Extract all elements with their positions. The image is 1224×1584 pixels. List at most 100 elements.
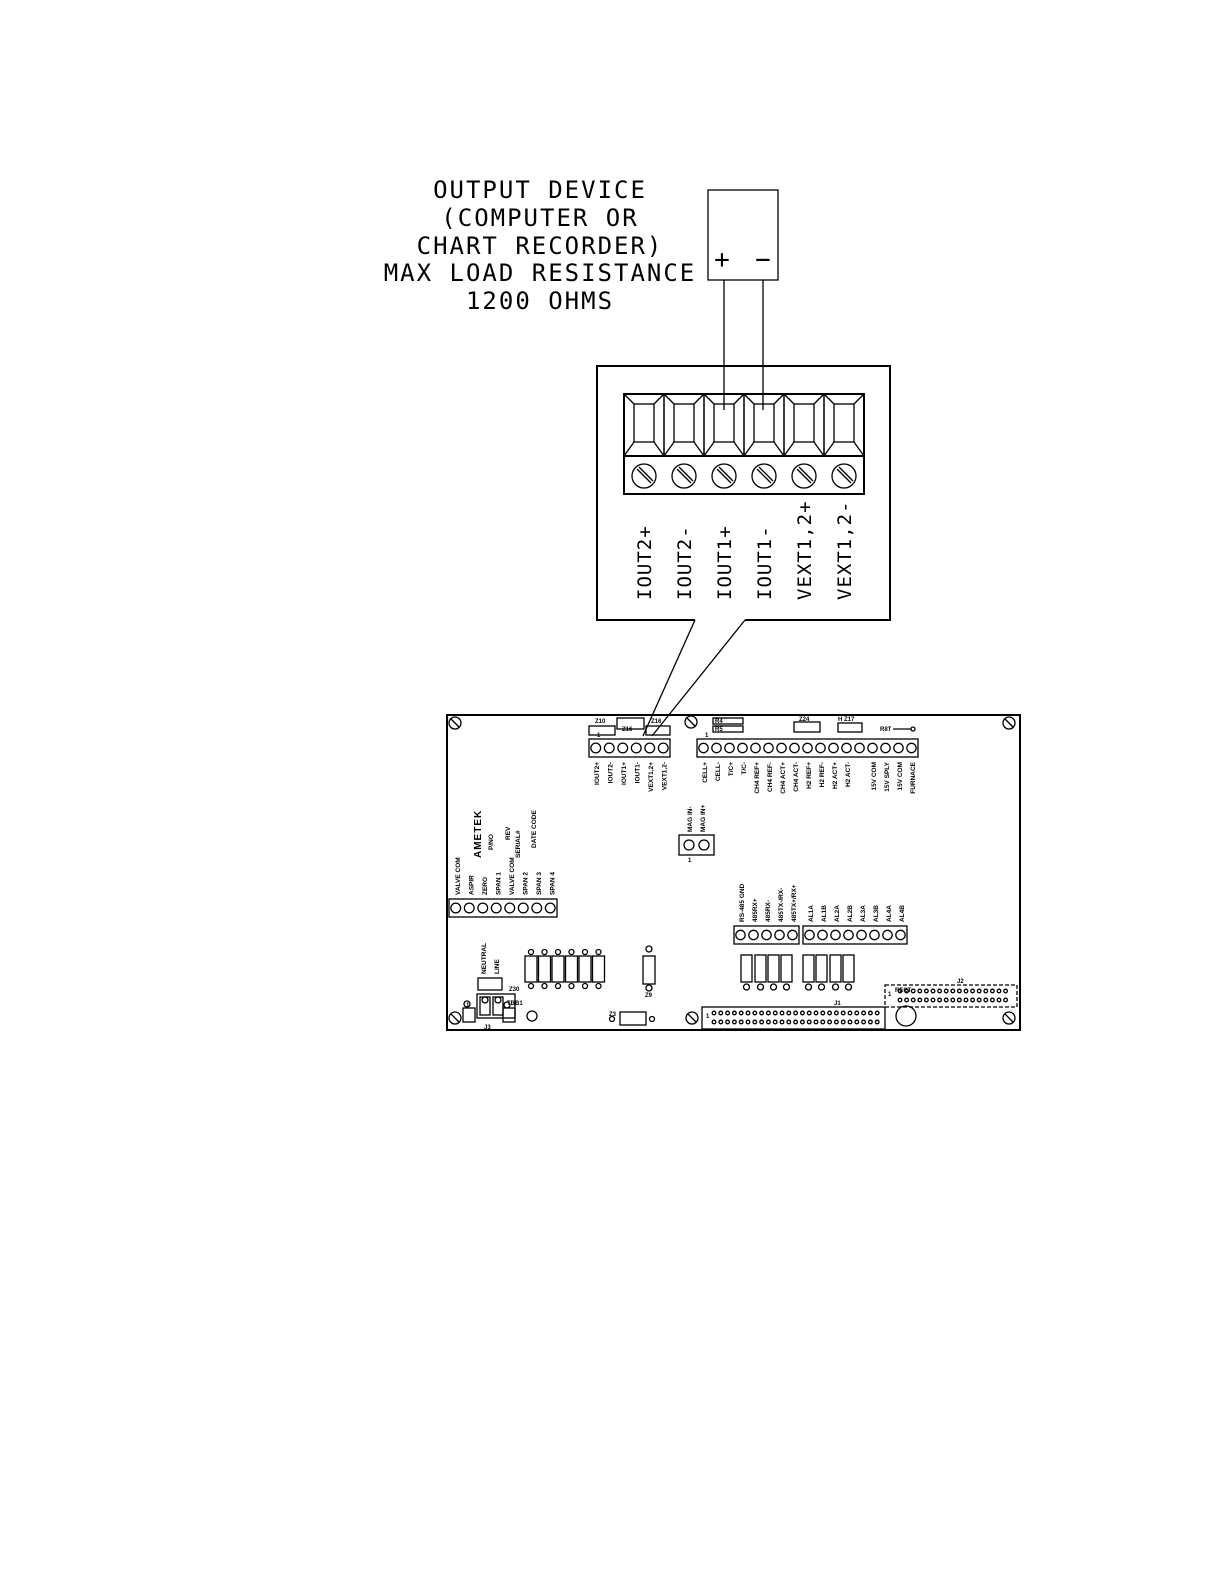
pin-label: ASPIR	[469, 875, 476, 895]
header-pin	[882, 929, 893, 941]
pin-label: H2 ACT+	[832, 762, 839, 789]
mounting-hole	[1002, 716, 1016, 730]
pin-label: AL1B	[821, 905, 828, 922]
pin-label: FURNACE	[910, 761, 917, 793]
line-label: LINE	[494, 959, 501, 974]
main-header	[696, 738, 919, 758]
header-pin	[748, 929, 759, 941]
minus-sign: −	[755, 245, 771, 275]
pin-label: AL3B	[873, 905, 880, 922]
pin-label: CH4 ACT-	[793, 762, 800, 792]
output-wires	[723, 280, 764, 410]
terminal-screw	[631, 463, 657, 489]
valve-header	[448, 898, 558, 918]
pcb-board: Z10 Z16 Z16 1 R4 R5 Z24 H Z17 R8T 1 AMET…	[446, 714, 1021, 1031]
alarm-header	[802, 925, 908, 945]
terminal-2: IOUT2-	[663, 393, 705, 600]
pin-label: VEXT1,2-	[662, 762, 669, 790]
pin-label: SPAN 3	[536, 872, 543, 895]
output-header	[588, 738, 671, 758]
info-label: SERIAL#	[515, 830, 522, 858]
terminal-label: IOUT2+	[634, 525, 656, 600]
terminal-label: IOUT2-	[674, 525, 696, 600]
pin-label: AL3A	[860, 905, 867, 922]
info-label: REV	[505, 826, 512, 840]
header-pin	[517, 902, 529, 914]
header-pin	[724, 742, 735, 754]
pin-label: CH4 REF-	[767, 762, 774, 792]
pin-label: AL4A	[886, 905, 893, 922]
pin-label: 15V COM	[897, 762, 904, 791]
pin-label: 485RX-	[765, 900, 772, 922]
header-pin	[867, 742, 878, 754]
neutral-label: NEUTRAL	[481, 943, 488, 974]
info-label: DATE CODE	[531, 810, 538, 848]
pin-label: IOUT2+	[594, 762, 601, 785]
header-pin	[906, 742, 917, 754]
svg-text:J1: J1	[834, 1001, 841, 1007]
header-pin	[843, 929, 854, 941]
header-pin	[698, 742, 709, 754]
terminal-label: VEXT1,2+	[794, 500, 816, 600]
caption-line-3: CHART RECORDER)	[417, 232, 664, 260]
pin-label: CH4 ACT+	[780, 762, 787, 794]
caption-line-5: 1200 OHMS	[466, 287, 614, 315]
svg-text:1: 1	[888, 992, 892, 998]
svg-text:Z16: Z16	[622, 727, 633, 733]
power-connector: NEUTRAL LINE Z30 TBB1 J3 1	[462, 943, 523, 1031]
pin-label: H2 REF+	[806, 762, 813, 789]
pin-label: SPAN 1	[496, 872, 503, 895]
svg-text:1: 1	[597, 733, 601, 739]
header-pin	[761, 929, 772, 941]
header-pin	[463, 902, 475, 914]
svg-text:R4: R4	[715, 719, 723, 725]
header-pin	[617, 742, 629, 754]
header-pin	[817, 929, 828, 941]
output-device-caption: OUTPUT DEVICE (COMPUTER OR CHART RECORDE…	[384, 176, 695, 315]
pin-label: CELL+	[702, 762, 709, 783]
pin-label: CH4 REF+	[754, 762, 761, 794]
header-pin	[869, 929, 880, 941]
header-pin	[644, 742, 656, 754]
svg-text:Z24: Z24	[799, 717, 810, 723]
pin-label: IOUT1-	[635, 762, 642, 783]
header-pin	[774, 929, 785, 941]
header-pin	[828, 742, 839, 754]
svg-text:TBB1: TBB1	[507, 1001, 523, 1007]
pin-label: VALVE COM	[455, 857, 462, 895]
terminal-label: IOUT1+	[714, 525, 736, 600]
header-pin	[477, 902, 489, 914]
pin-label: IOUT2-	[608, 762, 615, 783]
header-pin	[893, 742, 904, 754]
header-pin	[789, 742, 800, 754]
header-pin	[804, 929, 815, 941]
pin-label: CELL-	[715, 762, 722, 781]
header-pin	[841, 742, 852, 754]
pin-label: AL2A	[834, 905, 841, 922]
terminal-callout	[596, 365, 891, 737]
svg-text:Z3: Z3	[609, 1012, 617, 1018]
pin-label: H2 ACT-	[845, 762, 852, 787]
output-header-labels: IOUT2+ IOUT2- IOUT1+ IOUT1- VEXT1,2+ VEXT1,2-	[594, 762, 669, 792]
pin-label: T/C+	[728, 762, 735, 776]
pin-label: IOUT1+	[621, 762, 628, 785]
pin-label: SPAN 4	[550, 872, 557, 895]
pin-label: SPAN 2	[523, 872, 530, 895]
svg-text:R5: R5	[715, 727, 723, 733]
pin-label: H2 REF-	[819, 762, 826, 787]
pin-label: AL2B	[847, 905, 854, 922]
pin-label: 15V SPLY	[884, 761, 891, 791]
header-pin	[750, 742, 761, 754]
header-pin	[856, 929, 867, 941]
header-pin	[802, 742, 813, 754]
header-pin	[815, 742, 826, 754]
jack-label: MAG IN-	[687, 806, 694, 832]
pin-label: VEXT1,2+	[648, 762, 655, 792]
pin-label: T/C-	[741, 762, 748, 775]
caption-line-1: OUTPUT DEVICE	[433, 176, 647, 204]
terminal-label: VEXT1,2-	[834, 500, 856, 600]
header-pin	[531, 902, 543, 914]
pin-label: RS-485 GND	[739, 883, 746, 922]
